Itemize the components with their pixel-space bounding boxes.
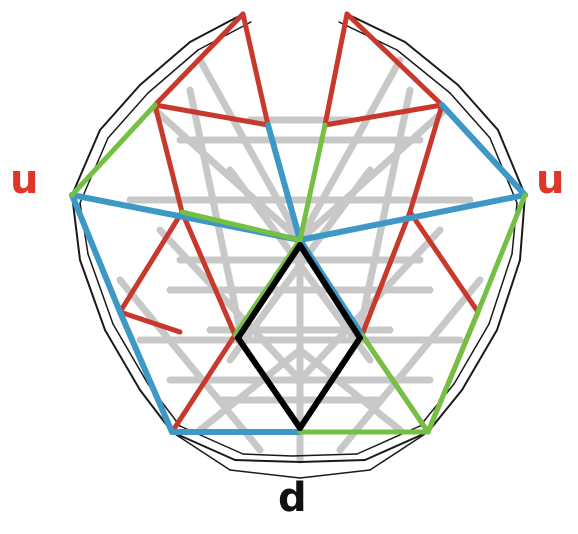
red-edge [325,14,347,125]
red-edge [243,14,268,125]
green-edge [478,195,525,312]
red-edge [120,212,182,312]
outline-edge [300,460,365,462]
label-d-bottom: d [278,478,307,518]
outline-edge [497,260,520,330]
outline-edge-inner [243,454,292,456]
red-edge [325,105,442,125]
label-u-right: u [536,160,564,200]
label-u-left: u [10,160,38,200]
outline-edge [190,14,243,42]
outline-edge [235,460,300,462]
outline-edge [458,85,498,130]
outline-edge [498,130,525,195]
outline-bottom [172,432,230,470]
outline-bottom [300,470,370,478]
background-struts [120,60,480,460]
outline-edge-inner [489,254,512,324]
outline-edge [100,85,140,130]
outline-bottom [370,432,428,470]
green-edge [72,105,155,195]
outline-edge [72,130,100,195]
outline-edge [347,14,405,42]
gray-strut [340,280,480,450]
red-edge [410,105,442,212]
blue-edge [442,105,525,195]
